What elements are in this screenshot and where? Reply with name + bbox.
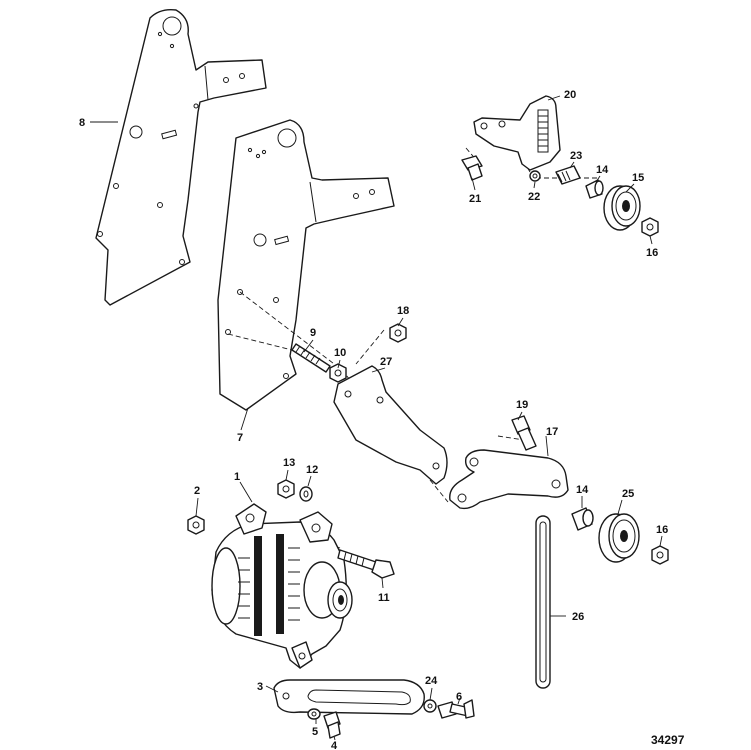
idler-pulley-part-15 [603,185,641,231]
callout-labels: 8 7 9 10 18 27 19 17 20 21 22 23 14 15 1… [79,89,668,750]
bolt-part-4 [323,711,341,739]
callout-11: 11 [378,592,390,604]
nut-part-2 [187,515,205,535]
stud-part-9 [291,343,331,373]
callout-14-upper: 14 [596,164,609,176]
spacer-part-14-upper [585,179,604,199]
idler-bracket-part-20 [473,95,561,171]
callout-1: 1 [234,471,240,483]
callout-25: 25 [622,488,634,500]
idler-pulley-part-25 [598,513,640,563]
callout-5: 5 [312,726,318,738]
alternator-part-1 [211,503,353,669]
spacer-part-14-lower [571,507,594,531]
adjusting-strap-part-3 [273,679,425,715]
callout-3: 3 [257,681,263,693]
bracket-plate-part-8 [95,8,267,306]
bolt-part-19 [511,415,537,451]
callout-15: 15 [632,172,644,184]
diagram-id: 34297 [651,733,685,747]
callout-23: 23 [570,150,582,162]
callout-24: 24 [425,675,438,687]
nut-part-18 [389,323,407,343]
callout-18: 18 [397,305,409,317]
bolt-part-6 [437,699,475,719]
nut-part-22 [529,170,541,182]
callout-20: 20 [564,89,576,101]
washer-part-24 [423,699,437,713]
callout-9: 9 [310,327,316,339]
washer-part-5 [307,708,321,720]
callout-22: 22 [528,191,540,203]
tension-arm-part-17 [449,449,569,510]
callout-21: 21 [469,193,481,205]
callout-2: 2 [194,485,200,497]
callout-6: 6 [456,691,462,703]
callout-16-lower: 16 [656,524,668,536]
adjusting-screw-part-23 [555,165,581,185]
callout-26: 26 [572,611,584,623]
callout-10: 10 [334,347,346,359]
callout-27: 27 [380,356,392,368]
callout-12: 12 [306,464,318,476]
adjusting-bracket-part-27 [333,365,448,485]
nut-part-16-upper [641,217,659,237]
callout-8: 8 [79,117,85,129]
callout-13: 13 [283,457,295,469]
nut-part-16-lower [651,545,669,565]
callout-4: 4 [331,740,338,750]
drive-belt-part-26 [535,515,551,689]
leader-lines [90,95,663,741]
bracket-plate-part-7 [217,119,395,411]
callout-17: 17 [546,426,558,438]
callout-7: 7 [237,432,243,444]
callout-19: 19 [516,399,528,411]
bolt-part-11 [337,549,395,579]
callout-16-upper: 16 [646,247,658,259]
washer-part-12 [299,486,313,502]
callout-14-lower: 14 [576,484,589,496]
nut-part-10 [329,363,347,383]
bolt-part-21 [461,155,483,181]
nut-part-13 [277,479,295,499]
